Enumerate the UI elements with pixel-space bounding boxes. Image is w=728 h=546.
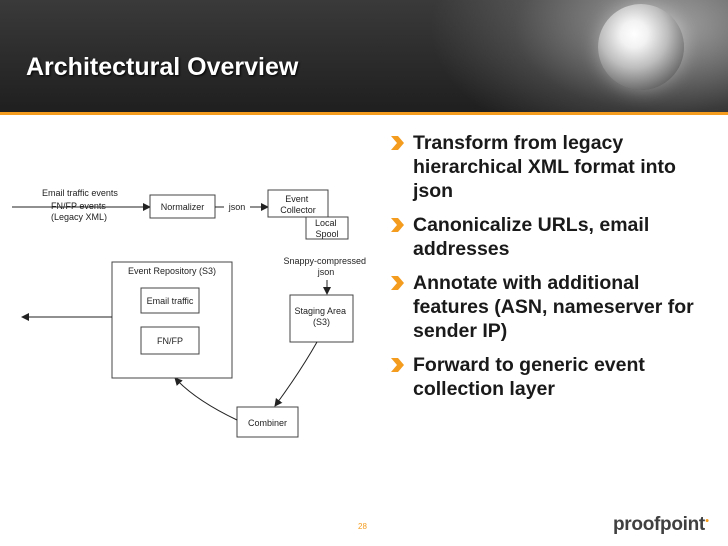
bullet-text: Annotate with additional features (ASN, … xyxy=(413,272,694,342)
title-banner: Architectural Overview xyxy=(0,0,728,112)
title-divider xyxy=(0,112,728,115)
slide-title: Architectural Overview xyxy=(26,53,299,81)
staging-to-combiner-arrow xyxy=(274,341,318,407)
chevron-bullet-icon xyxy=(391,358,404,372)
staging-area-node: Staging Area (S3) xyxy=(289,294,354,343)
normalizer-label: Normalizer xyxy=(161,202,205,212)
bullet-item: Annotate with additional features (ASN, … xyxy=(388,271,718,343)
input-label: Email traffic events FN/FP events (Legac… xyxy=(42,188,120,222)
local-spool-node: Local Spool xyxy=(305,216,349,240)
architecture-diagram: Email traffic events FN/FP events (Legac… xyxy=(12,188,368,438)
chevron-bullet-icon xyxy=(391,276,404,290)
snappy-compressed-label: Snappy-compressed json xyxy=(283,256,368,277)
json-label: json xyxy=(228,202,246,212)
json-label-bg xyxy=(224,201,250,213)
crystal-ball-graphic xyxy=(598,4,684,90)
page-number: 28 xyxy=(358,522,367,531)
event-collector-node: Event Collector xyxy=(267,189,329,218)
bullet-text: Transform from legacy hierarchical XML f… xyxy=(413,132,676,202)
chevron-bullet-icon xyxy=(391,218,404,232)
fnfp-box xyxy=(140,326,200,355)
bullet-list: Transform from legacy hierarchical XML f… xyxy=(388,131,718,411)
event-repository-label: Event Repository (S3) xyxy=(128,266,216,276)
bullet-text: Forward to generic event collection laye… xyxy=(413,354,645,400)
email-traffic-box xyxy=(140,287,200,314)
bullet-item: Forward to generic event collection laye… xyxy=(388,353,718,401)
proofpoint-logo: proofpoint● xyxy=(613,514,709,536)
email-traffic-label: Email traffic xyxy=(147,296,194,306)
combiner-to-repository-arrow xyxy=(174,377,238,421)
bullet-text: Canonicalize URLs, email addresses xyxy=(413,214,650,260)
combiner-label: Combiner xyxy=(248,418,287,428)
logo-mark-icon: ● xyxy=(704,517,709,525)
event-collector-label: Event Collector xyxy=(280,194,316,215)
staging-area-label: Staging Area (S3) xyxy=(294,306,348,327)
chevron-bullet-icon xyxy=(391,136,404,150)
combiner-node: Combiner xyxy=(236,406,299,438)
fnfp-label: FN/FP xyxy=(157,336,183,346)
event-repository-node: Event Repository (S3) Email traffic FN/F… xyxy=(111,261,233,379)
bullet-item: Transform from legacy hierarchical XML f… xyxy=(388,131,718,203)
bullet-item: Canonicalize URLs, email addresses xyxy=(388,213,718,261)
normalizer-node: Normalizer xyxy=(149,194,216,219)
logo-text: proofpoint xyxy=(613,514,705,535)
local-spool-label: Local Spool xyxy=(315,218,339,239)
